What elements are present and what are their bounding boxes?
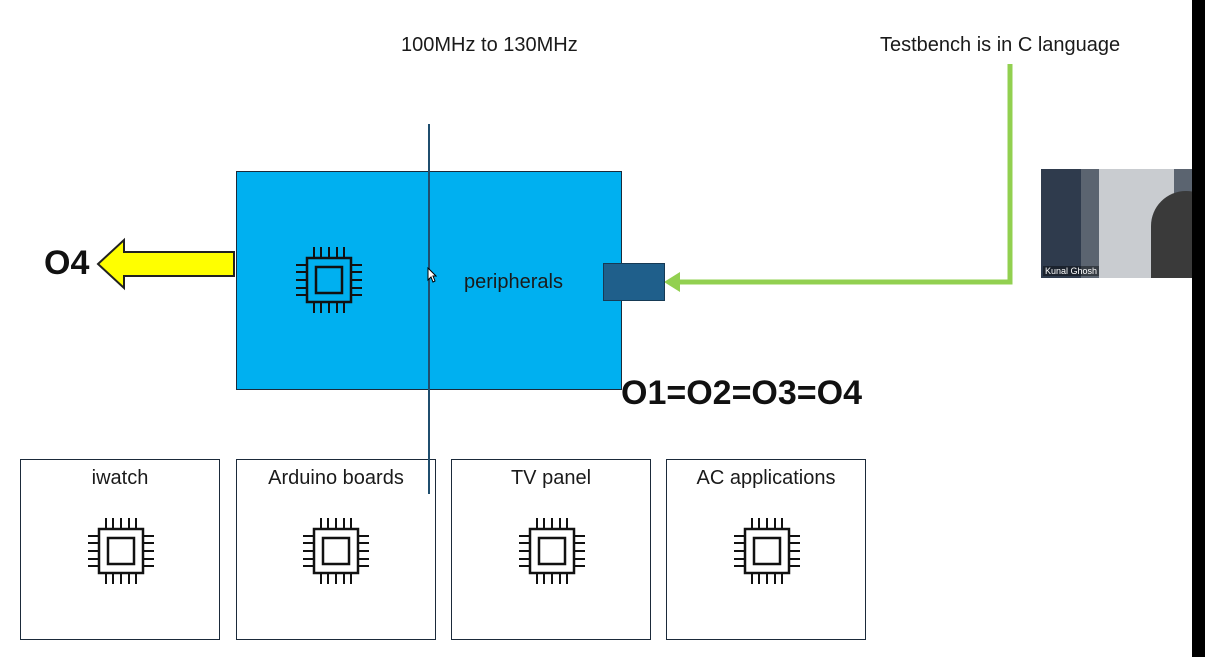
output-label: O4 [44, 244, 90, 282]
webcam-background [1041, 169, 1081, 278]
screen-edge [1192, 0, 1205, 657]
testbench-label: Testbench is in C language [880, 34, 1121, 56]
box-label: Arduino boards [268, 467, 404, 489]
cursor-icon [427, 267, 437, 283]
box-label: AC applications [696, 467, 836, 489]
chip-icon [734, 518, 800, 584]
input-port [603, 263, 665, 301]
webcam-video[interactable]: Kunal Ghosh [1041, 169, 1205, 278]
chip-icon [296, 247, 362, 313]
box-label: iwatch [91, 467, 149, 489]
application-box: Arduino boards [236, 459, 436, 640]
frequency-label: 100MHz to 130MHz [401, 34, 578, 56]
application-box: TV panel [451, 459, 651, 640]
application-box: iwatch [20, 459, 220, 640]
box-label: TV panel [510, 467, 592, 489]
peripherals-label: peripherals [464, 271, 563, 293]
arrow-left-icon [96, 237, 235, 291]
equation-label: O1=O2=O3=O4 [621, 374, 862, 412]
webcam-name-label: Kunal Ghosh [1043, 266, 1100, 276]
chip-icon [88, 518, 154, 584]
input-arrow-icon [664, 64, 1013, 292]
chip-icon [519, 518, 585, 584]
annotation-line [428, 124, 430, 494]
application-box: AC applications [666, 459, 866, 640]
chip-icon [303, 518, 369, 584]
